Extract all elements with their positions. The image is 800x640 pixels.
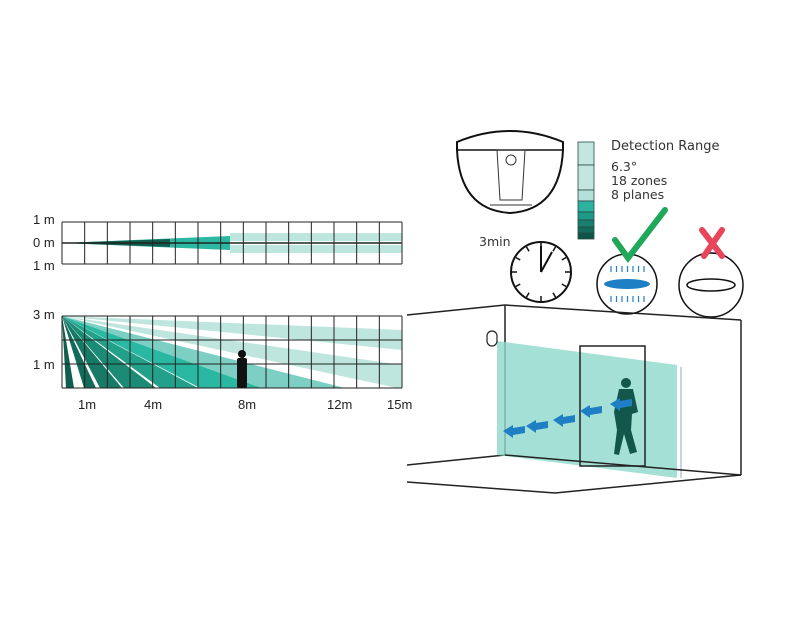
clock-tick <box>515 283 521 288</box>
clock-tick <box>561 283 567 288</box>
person-icon <box>237 358 247 388</box>
legend-angle: 6.3° <box>611 159 638 174</box>
legend-swatch <box>577 232 595 240</box>
sensor-lens <box>505 154 517 166</box>
walking-person-head <box>621 378 631 388</box>
room-floor-back <box>504 454 742 476</box>
legend-planes: 8 planes <box>611 187 665 202</box>
top-view-label-upper: 1 m <box>33 212 55 227</box>
legend: Detection Range 6.3° 18 zones 8 planes <box>611 139 720 202</box>
legend-swatch <box>577 200 595 213</box>
room-ceiling-left <box>406 304 506 316</box>
legend-zones: 18 zones <box>611 173 668 188</box>
clock-hand <box>540 251 553 273</box>
person-icon-head <box>238 350 246 358</box>
detection-plane-4 <box>62 316 156 388</box>
room-ceiling-back <box>504 304 742 321</box>
motion-arrow-icon <box>580 405 602 418</box>
side-view-label-3m: 3 m <box>33 307 55 322</box>
clock-tick <box>515 256 521 261</box>
detection-plane-8 <box>62 316 402 388</box>
detection-plane-1 <box>62 316 74 388</box>
detection-plane-7 <box>62 316 345 388</box>
legend-swatch <box>577 164 595 191</box>
room-floor-front <box>406 481 556 494</box>
legend-swatch <box>577 211 595 221</box>
incorrect-orientation-circle <box>678 252 744 318</box>
top-view-label-center: 0 m <box>33 235 55 250</box>
legend-swatch <box>577 226 595 234</box>
x-label-8m: 8m <box>238 397 257 412</box>
top-view-label-lower: 1 m <box>33 258 55 273</box>
sensor-dome-icon <box>456 130 564 215</box>
side-view-label-1m: 1 m <box>33 357 55 372</box>
check-icon <box>612 207 668 264</box>
x-label-1m: 1m <box>78 397 97 412</box>
motion-arrow-icon <box>610 398 632 411</box>
door-frame <box>579 345 646 467</box>
room-floor-left <box>406 454 506 466</box>
clock-label: 3min <box>479 234 511 249</box>
cross-icon <box>699 227 725 259</box>
legend-swatch <box>577 141 595 166</box>
clock-tick <box>552 292 557 298</box>
room-floor-right <box>554 474 742 494</box>
clock-tick <box>525 246 530 252</box>
sensor-lens-housing <box>496 149 526 201</box>
clock-tick <box>552 246 557 252</box>
clock-tick <box>525 292 530 298</box>
wall-sensor-icon <box>486 330 498 347</box>
legend-title: Detection Range <box>611 139 720 154</box>
legend-swatch <box>577 189 595 202</box>
motion-arrow-icon <box>503 425 525 438</box>
motion-arrow-icon <box>526 420 548 433</box>
clock-tick <box>561 256 567 261</box>
x-label-15m: 15m <box>387 397 413 412</box>
motion-arrow-icon <box>553 414 575 427</box>
x-label-4m: 4m <box>144 397 163 412</box>
top-beam-far-lower <box>230 245 402 253</box>
x-label-12m: 12m <box>327 397 353 412</box>
no-footprint-icon <box>686 278 736 292</box>
legend-swatch <box>577 219 595 228</box>
detection-footprint-icon <box>604 279 650 289</box>
detection-plane-2 <box>62 316 96 388</box>
top-beam-far-upper <box>230 233 402 241</box>
